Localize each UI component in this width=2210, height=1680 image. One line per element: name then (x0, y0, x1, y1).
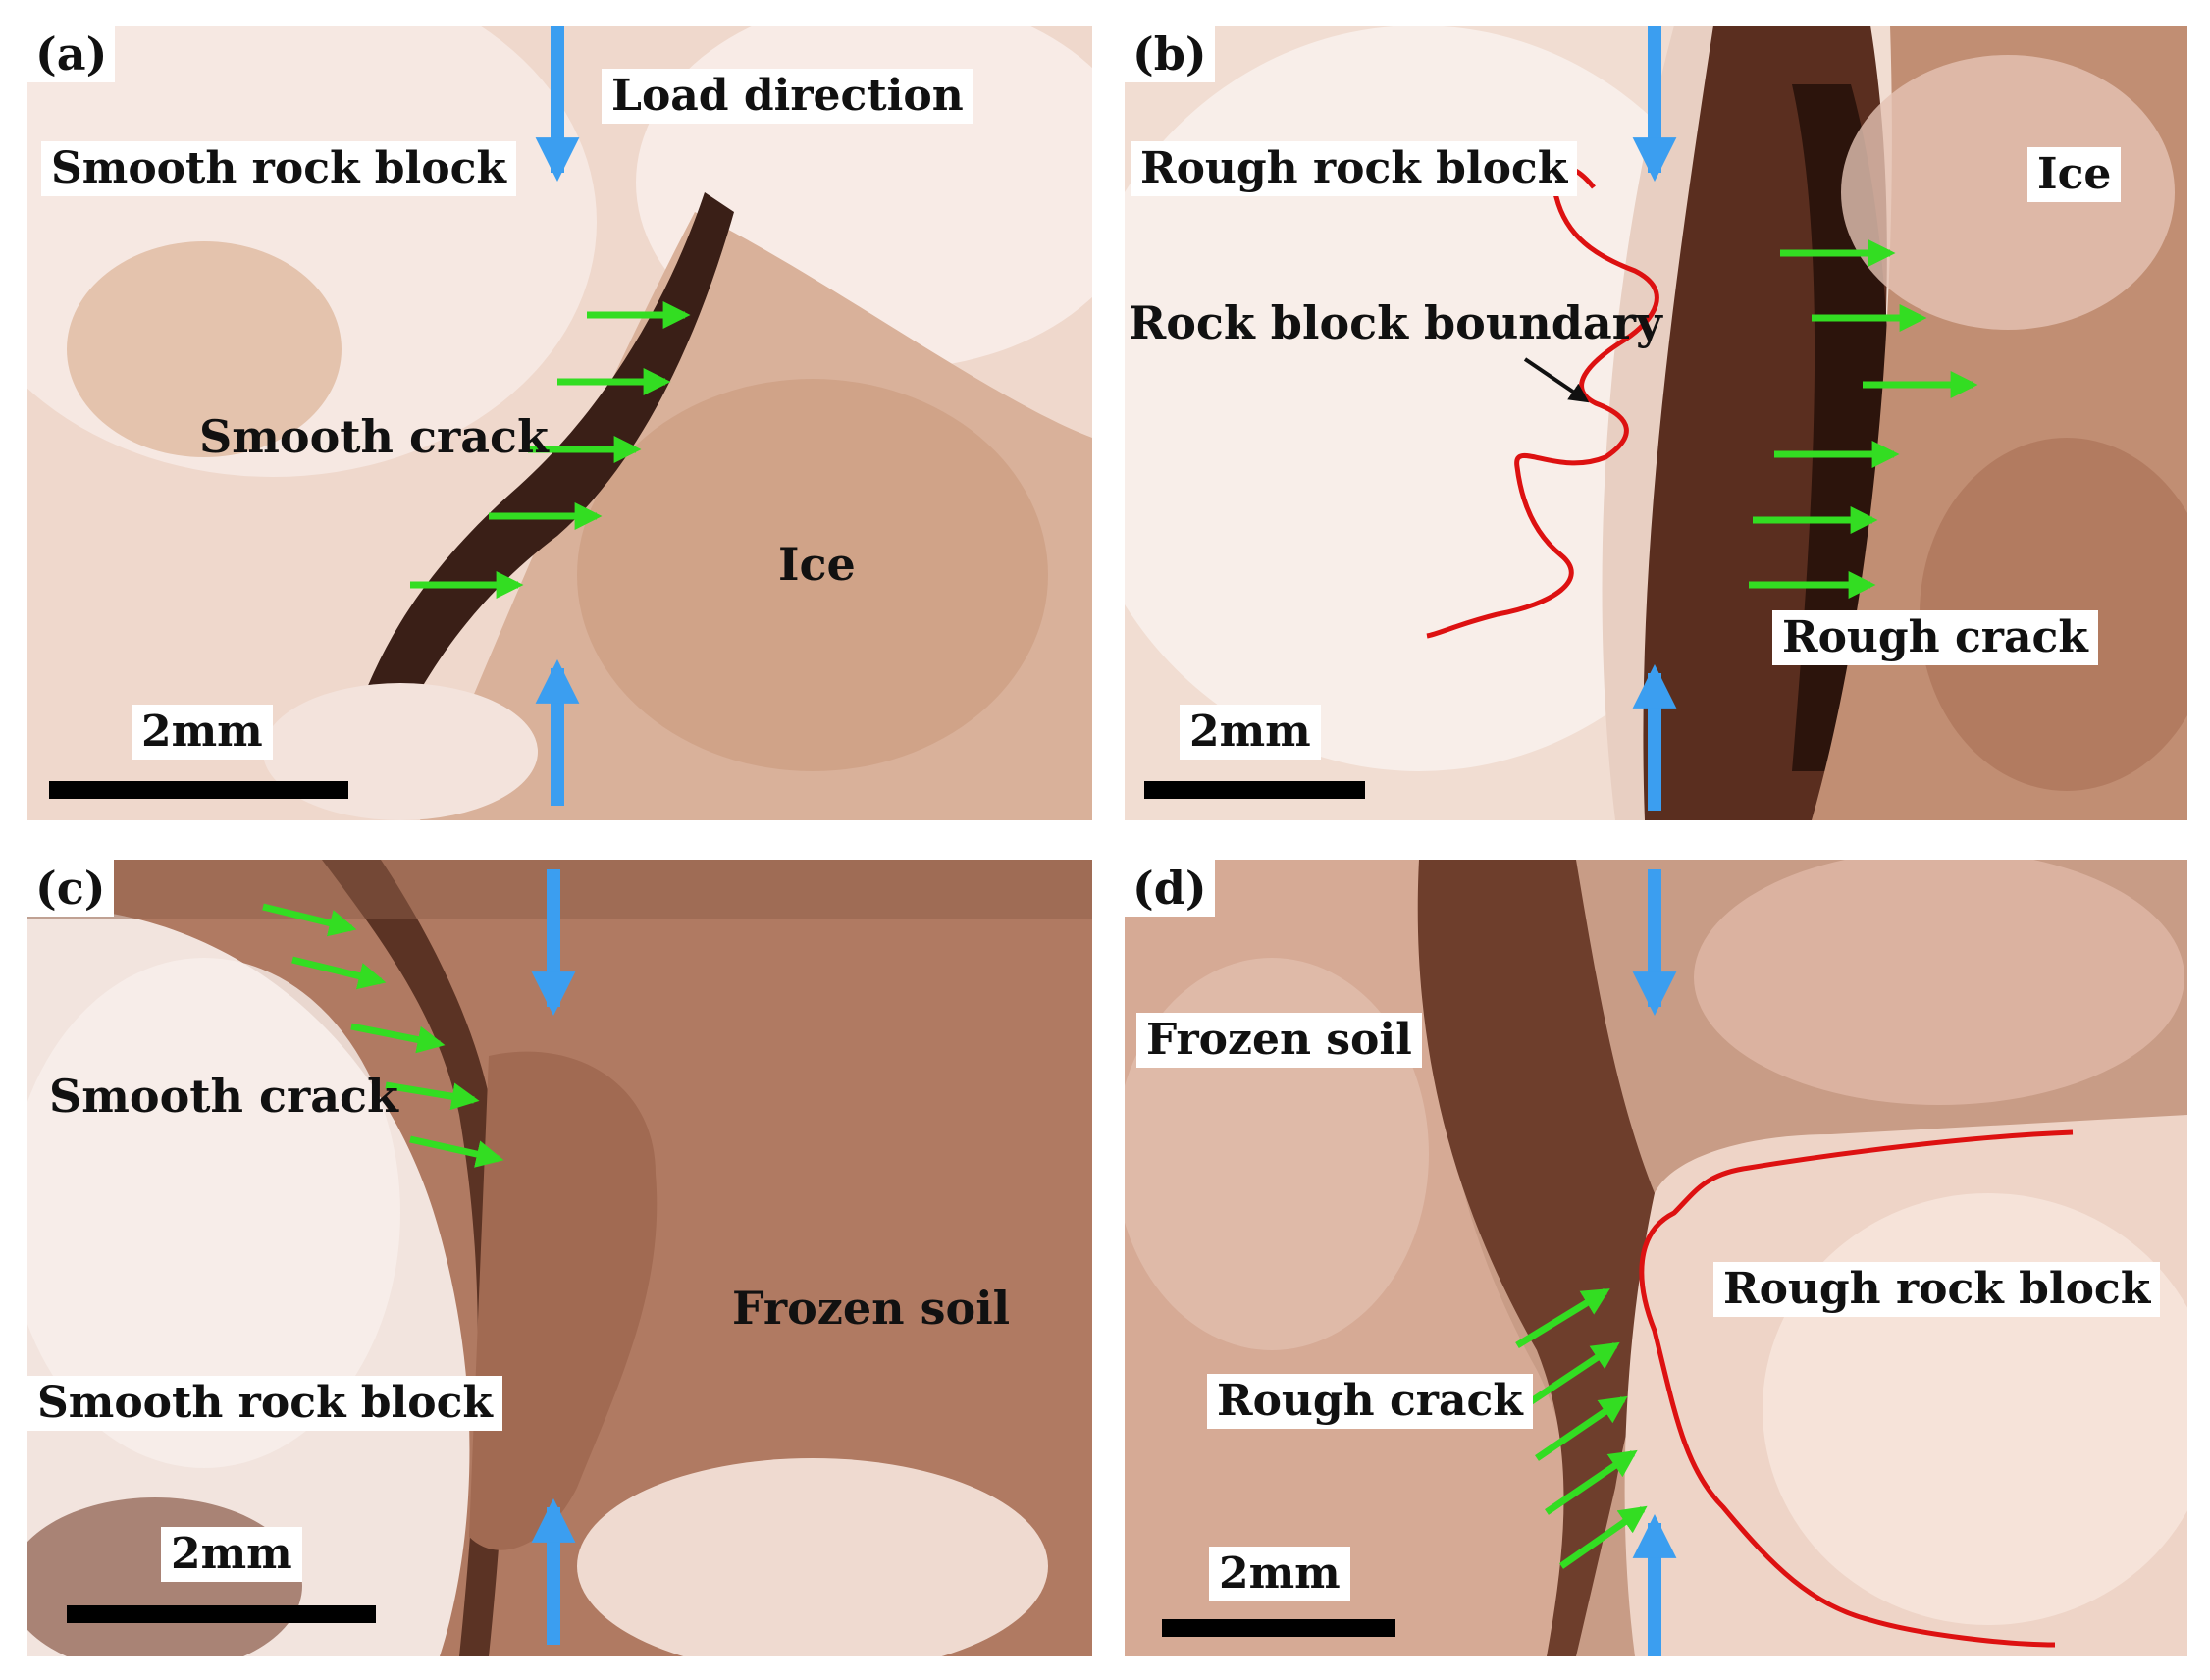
label-scale: 2mm (161, 1527, 302, 1582)
label-scale: 2mm (132, 705, 273, 760)
panel-tag: (a) (27, 26, 116, 82)
panel-tag: (c) (27, 860, 114, 917)
scale-bar (1162, 1619, 1395, 1637)
crack-arrow (1558, 1505, 1648, 1569)
scale-bar (49, 781, 348, 799)
label-rock-block: Smooth rock block (27, 1376, 502, 1431)
crack-arrow (385, 1081, 480, 1111)
label-crack: Rough crack (1772, 610, 2098, 665)
label-ice: Ice (778, 538, 856, 591)
scale-bar (67, 1605, 376, 1623)
panel-a-annotations (410, 26, 691, 806)
crack-arrow (1545, 1449, 1638, 1515)
crack-arrow (1535, 1395, 1628, 1461)
panel-tag: (d) (1125, 860, 1215, 917)
panel-d: (d) Frozen soil Rough rock block Rough c… (1125, 860, 2187, 1656)
boundary-pointer-arrow (1523, 357, 1590, 403)
panel-a: (a) Load direction Smooth rock block Smo… (27, 26, 1092, 820)
label-crack: Smooth crack (199, 410, 549, 463)
label-rock-block: Rough rock block (1713, 1262, 2161, 1317)
crack-arrow (1515, 1288, 1610, 1348)
crack-arrow (409, 1135, 504, 1168)
panel-b-annotations (1426, 26, 1978, 811)
label-crack: Smooth crack (49, 1070, 398, 1123)
label-frozen-soil: Frozen soil (1136, 1013, 1422, 1068)
rock-block-boundary-line (1426, 165, 1659, 639)
label-frozen-soil: Frozen soil (732, 1282, 1011, 1335)
label-scale: 2mm (1180, 705, 1321, 760)
label-rock-block: Smooth rock block (41, 141, 516, 196)
panel-tag: (b) (1125, 26, 1215, 82)
scale-bar (1144, 781, 1365, 799)
label-load-direction: Load direction (602, 69, 973, 124)
crack-arrow (1525, 1341, 1620, 1407)
label-ice: Ice (2027, 147, 2122, 202)
crack-arrow (262, 903, 357, 937)
label-boundary: Rock block boundary (1129, 296, 1662, 349)
crack-arrow (291, 956, 387, 990)
label-scale: 2mm (1209, 1547, 1350, 1601)
panel-b: (b) Rough rock block Ice Rock block boun… (1125, 26, 2187, 820)
panel-c: (c) Smooth crack Frozen soil Smooth rock… (27, 860, 1092, 1656)
label-crack: Rough crack (1207, 1374, 1533, 1429)
label-rock-block: Rough rock block (1131, 141, 1578, 196)
panel-c-annotations (262, 869, 576, 1645)
crack-arrow (350, 1023, 446, 1054)
rock-block-boundary-line (1639, 1129, 2074, 1648)
panel-d-annotations (1515, 869, 2074, 1656)
